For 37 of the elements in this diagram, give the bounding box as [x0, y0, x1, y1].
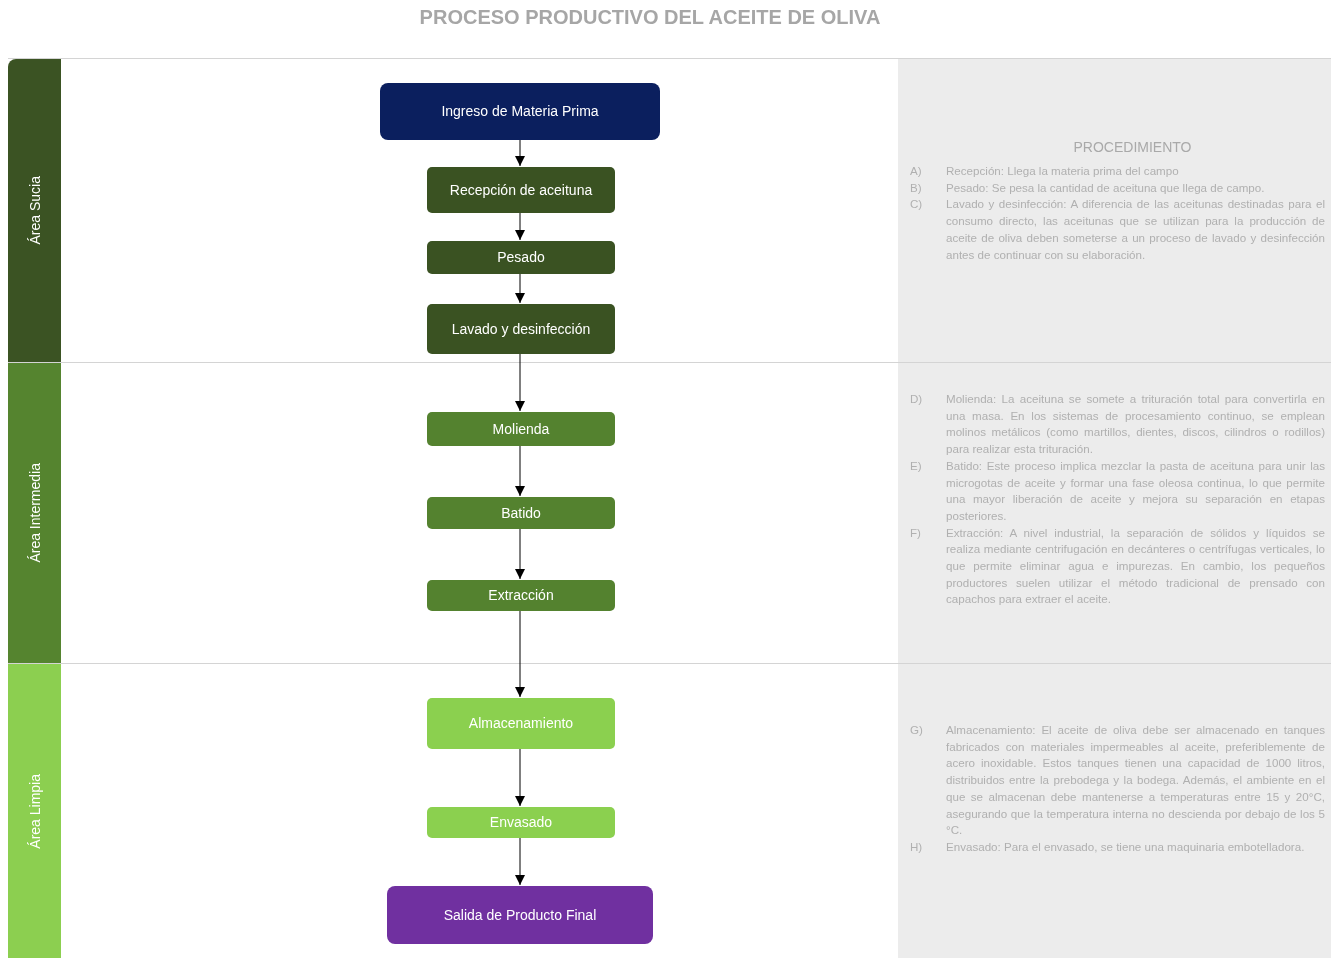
item-letter: D) [910, 391, 924, 407]
process-box: Almacenamiento [427, 698, 615, 749]
arrow [515, 527, 525, 580]
panel-heading: PROCEDIMIENTO [1072, 139, 1193, 155]
arrow [515, 747, 525, 807]
swimlane [8, 58, 1331, 362]
lane-label: Área Intermedia [26, 463, 43, 563]
arrow [515, 211, 525, 241]
arrow [515, 444, 525, 497]
item-letter: B) [910, 179, 923, 196]
lane-label: Área Sucia [26, 176, 43, 245]
process-box: Salida de Producto Final [387, 886, 653, 944]
process-box: Pesado [427, 241, 615, 274]
item-letter: F) [910, 524, 922, 541]
process-box: Molienda [427, 412, 615, 446]
arrow [515, 836, 525, 886]
item-letter: G) [910, 722, 924, 738]
procedure-description: Recepción: Llega la materia prima del campo [946, 163, 1180, 179]
process-box: Batido [427, 497, 615, 529]
lane-label: Área Limpia [26, 773, 43, 849]
process-box: Extracción [427, 580, 615, 611]
arrow [515, 138, 525, 167]
process-box: Envasado [427, 807, 615, 838]
item-letter: H) [910, 838, 924, 855]
arrow [515, 352, 525, 412]
process-box: Ingreso de Materia Prima [380, 83, 660, 140]
diagram-title: PROCESO PRODUCTIVO DEL ACEITE DE OLIVA [419, 6, 881, 28]
process-box: Lavado y desinfección [427, 304, 615, 354]
process-box: Recepción de aceituna [427, 167, 615, 213]
swimlane [8, 663, 1331, 958]
swimlane [8, 362, 1331, 663]
procedure-description: Envasado: Para el envasado, se tiene una maquinaria embotelladora. [946, 838, 1306, 855]
item-letter: E) [910, 457, 923, 474]
item-letter: C) [910, 196, 924, 213]
arrow [515, 272, 525, 304]
item-letter: A) [910, 163, 923, 179]
arrow [515, 609, 525, 698]
